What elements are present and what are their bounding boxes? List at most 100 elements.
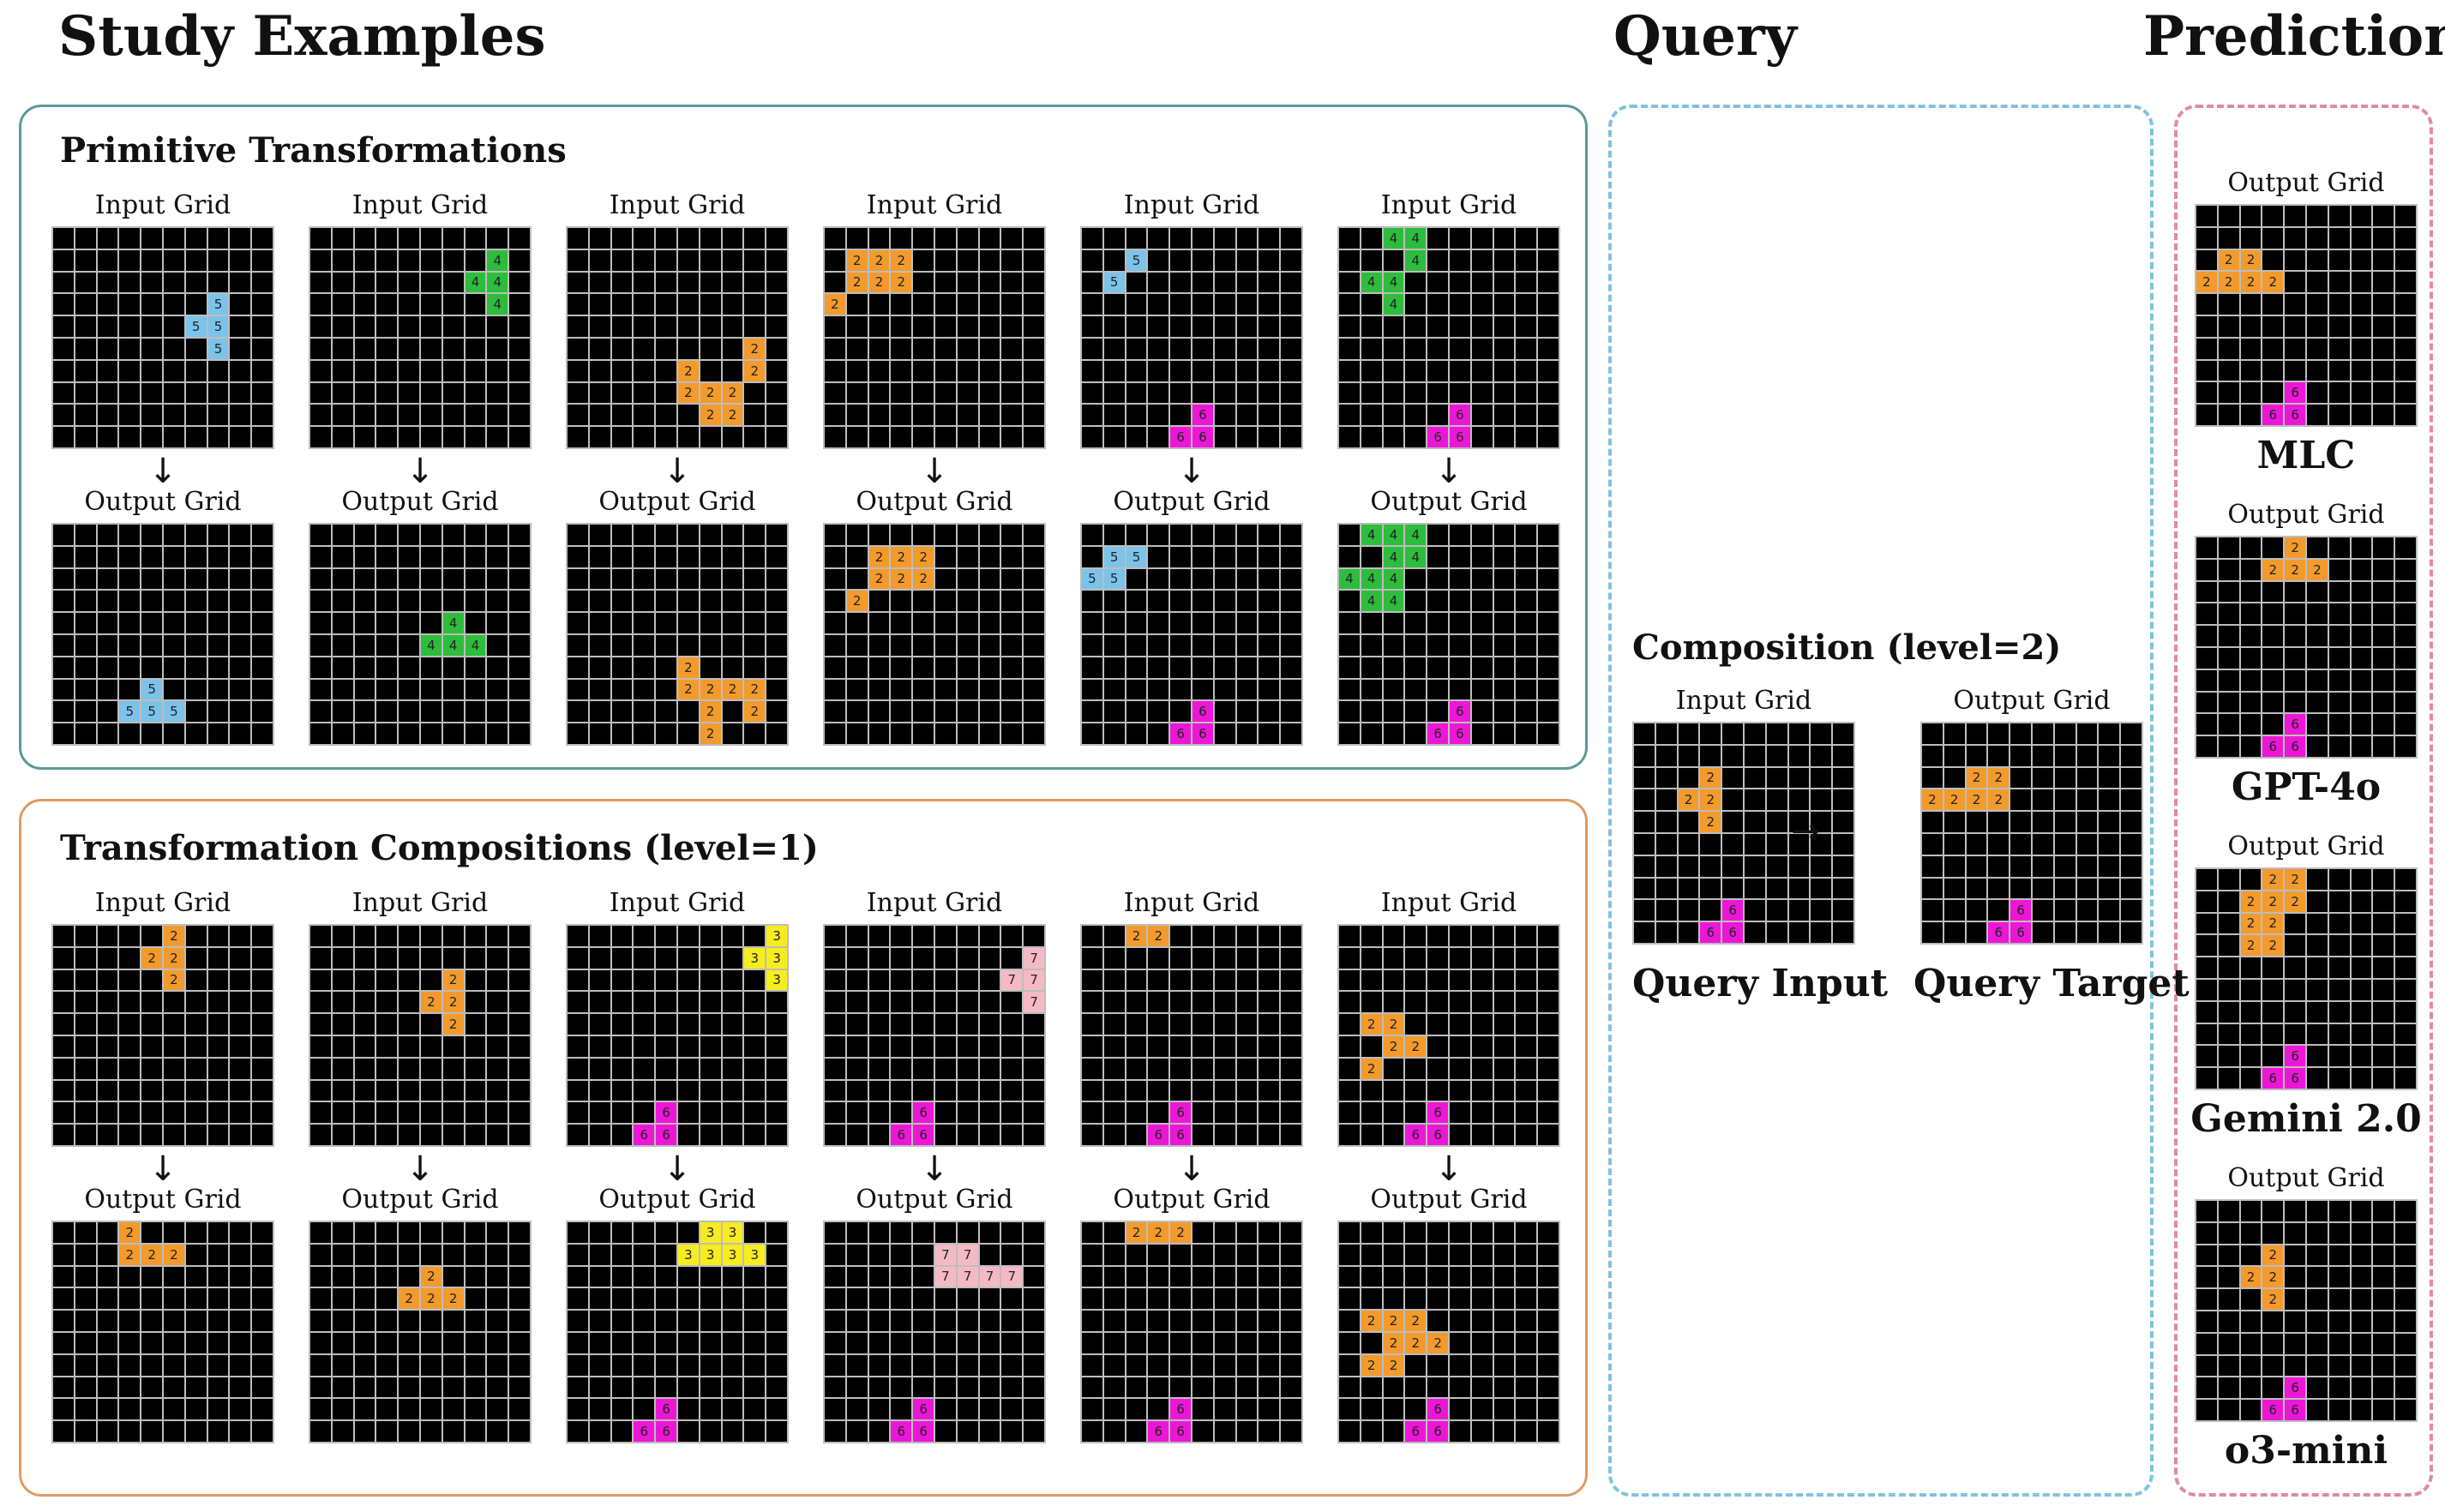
grid-cell-empty — [1471, 568, 1493, 590]
grid-cell-empty — [2196, 537, 2217, 558]
grid-cell-empty — [2218, 736, 2239, 757]
grid-cell-empty — [2218, 338, 2239, 359]
grid-cell-empty — [722, 613, 743, 633]
grid-cell-empty — [230, 679, 251, 700]
grid-cell-empty — [1148, 657, 1169, 678]
grid-cell-empty — [1148, 679, 1169, 700]
grid-cell-2: 2 — [913, 568, 934, 590]
grid-cell-empty — [97, 316, 118, 337]
grid-cell-empty — [1339, 679, 1360, 700]
grid-cell-empty — [1383, 1080, 1404, 1101]
grid-cell-2: 2 — [1405, 1035, 1427, 1057]
grid-cell-empty — [656, 992, 676, 1013]
grid-cell-empty — [1148, 1014, 1169, 1035]
grid-cell-empty — [2196, 626, 2217, 646]
grid-cell-empty — [744, 1421, 766, 1442]
grid-cell-empty — [634, 1080, 655, 1101]
grid-cell-empty — [1538, 1332, 1559, 1353]
grid-cell-empty — [1024, 228, 1044, 249]
grid-cell-2: 2 — [163, 1244, 184, 1265]
grid-cell-empty — [722, 926, 743, 946]
grid-cell-empty — [1922, 833, 1943, 855]
grid-cell-empty — [1516, 992, 1537, 1013]
grid-cell-empty — [957, 1080, 978, 1101]
grid-cell-empty — [891, 1058, 912, 1079]
grid-cell-empty — [1281, 634, 1301, 656]
grid-cell-empty — [141, 1035, 162, 1057]
prediction-output-grid-label: Output Grid — [2227, 500, 2385, 530]
grid-cell-empty — [1082, 1266, 1102, 1287]
grid-cell-empty — [75, 249, 96, 271]
grid-cell-empty — [1103, 1311, 1125, 1331]
grid-cell-empty — [868, 969, 890, 991]
grid-cell-empty — [75, 316, 96, 337]
grid-cell-empty — [1538, 1222, 1559, 1243]
grid-cell-empty — [957, 1399, 978, 1420]
grid-cell-empty — [1281, 1399, 1301, 1420]
grid-cell-empty — [1192, 546, 1213, 567]
grid-cell-empty — [2306, 669, 2328, 691]
grid-cell-empty — [891, 613, 912, 633]
grid-cell-empty — [677, 316, 699, 337]
grid-cell-empty — [2373, 206, 2394, 226]
grid-cell-empty — [2351, 891, 2372, 912]
grid-cell-empty — [252, 360, 273, 381]
grid-cell-empty — [1339, 1014, 1360, 1035]
grid-cell-empty — [1361, 405, 1382, 426]
grid-cell-empty — [2351, 1023, 2372, 1045]
grid-cell-empty — [207, 1222, 229, 1243]
grid-cell-empty — [1449, 1421, 1470, 1442]
grid-cell-empty — [53, 338, 74, 359]
grid-cell-empty — [399, 1354, 419, 1376]
grid-cell-empty — [1126, 1244, 1147, 1265]
grid-cell-empty — [1493, 525, 1515, 545]
grid-cell-empty — [465, 1377, 486, 1398]
grid-cell-empty — [1361, 613, 1382, 633]
grid-cell-empty — [1170, 546, 1191, 567]
grid-cell-empty — [1103, 382, 1125, 404]
grid-cell-empty — [1339, 294, 1360, 315]
grid-cell-empty — [1281, 1058, 1301, 1079]
grid-cell-empty — [509, 1354, 530, 1376]
grid-cell-empty — [230, 249, 251, 271]
grid-cell-empty — [1383, 969, 1404, 991]
grid-cell-empty — [207, 969, 229, 991]
grid-cell-empty — [1634, 789, 1655, 811]
grid-cell-empty — [744, 1311, 766, 1331]
grid-cell-empty — [1516, 1377, 1537, 1398]
grid-cell-empty — [1192, 1311, 1213, 1331]
grid-cell-empty — [1214, 701, 1235, 723]
grid-cell-empty — [252, 701, 273, 723]
grid-cell-empty — [2240, 1222, 2262, 1244]
grid-cell-empty — [1281, 992, 1301, 1013]
grid-cell-empty — [1281, 272, 1301, 293]
grid-cell-empty — [979, 272, 1000, 293]
grid-cell-empty — [1471, 947, 1493, 969]
grid-cell-empty — [53, 1399, 74, 1420]
grid-cell-4: 4 — [1405, 228, 1427, 249]
grid-cell-empty — [230, 969, 251, 991]
grid-cell-empty — [868, 701, 890, 723]
grid-cell-empty — [766, 1311, 787, 1331]
grid-cell-empty — [1449, 613, 1470, 633]
grid-cell-empty — [1405, 1222, 1427, 1243]
grid-cell-empty — [97, 1222, 118, 1243]
grid-cell-2: 2 — [163, 969, 184, 991]
grid-cell-empty — [1170, 613, 1191, 633]
grid-cell-empty — [2306, 1400, 2328, 1420]
grid-cell-empty — [1833, 723, 1853, 744]
grid-cell-empty — [509, 1377, 530, 1398]
grid-cell-empty — [1214, 969, 1235, 991]
grid-cell-empty — [75, 969, 96, 991]
grid-cell-empty — [766, 1244, 787, 1265]
grid-cell-empty — [332, 1014, 353, 1035]
grid-cell-6: 6 — [2010, 922, 2031, 943]
grid-cell-empty — [957, 1125, 978, 1145]
grid-cell-empty — [934, 525, 956, 545]
grid-cell-empty — [310, 272, 331, 293]
grid-cell-2: 2 — [700, 382, 721, 404]
grid-cell-empty — [252, 1288, 273, 1310]
grid-cell-empty — [1744, 922, 1765, 943]
